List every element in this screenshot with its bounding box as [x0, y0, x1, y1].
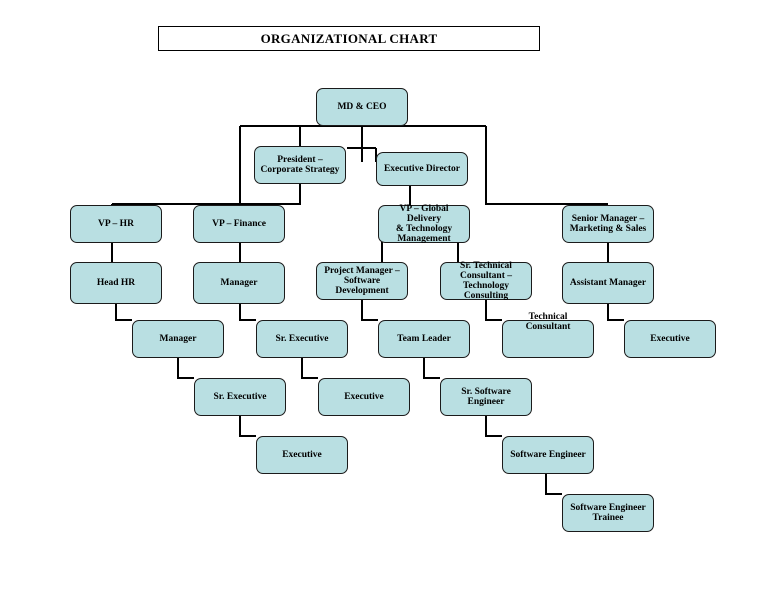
connector-president-down	[112, 180, 301, 205]
node-team-leader: Team Leader	[378, 320, 470, 358]
node-finance-executive: Executive	[318, 378, 410, 416]
node-vp-hr: VP – HR	[70, 205, 162, 243]
node-hr-sr-executive: Sr. Executive	[194, 378, 286, 416]
connector-manager-srexec-fin	[239, 304, 256, 321]
node-head-hr: Head HR	[70, 262, 162, 304]
connector-pm-teamleader	[361, 300, 378, 321]
connector-srsw-sw	[485, 416, 502, 437]
node-president: President – Corporate Strategy	[254, 146, 346, 184]
node-hr-executive: Executive	[256, 436, 348, 474]
technical-consultant-label: Technical Consultant	[525, 312, 571, 332]
node-project-manager: Project Manager – Software Development	[316, 262, 408, 300]
node-vp-global-delivery: VP – Global Delivery & Technology Manage…	[378, 204, 470, 244]
connector-headhr-manager	[115, 304, 132, 321]
node-md-ceo: MD & CEO	[316, 88, 408, 126]
node-finance-manager: Manager	[193, 262, 285, 304]
connector-srtech-tech	[485, 300, 502, 321]
node-sr-technical-consultant: Sr. Technical Consultant – Technology Co…	[440, 261, 532, 301]
node-software-engineer-trainee: Software Engineer Trainee	[562, 494, 654, 532]
node-technical-consultant	[502, 320, 594, 358]
node-senior-manager-marketing: Senior Manager – Marketing & Sales	[562, 205, 654, 243]
node-finance-sr-executive: Sr. Executive	[256, 320, 348, 358]
node-marketing-executive: Executive	[624, 320, 716, 358]
node-assistant-manager: Assistant Manager	[562, 262, 654, 304]
connector-asst-exec	[607, 304, 624, 321]
node-vp-finance: VP – Finance	[193, 205, 285, 243]
chart-title: ORGANIZATIONAL CHART	[158, 26, 540, 51]
connector-manager-srexec	[177, 358, 194, 379]
connector-srexec-exec-fin	[301, 358, 318, 379]
connector-sw-trainee	[545, 474, 562, 495]
connector-to-senior-mgr	[485, 126, 608, 205]
node-sr-software-engineer: Sr. Software Engineer	[440, 378, 532, 416]
connector-teamleader-srsw	[423, 358, 440, 379]
node-executive-director: Executive Director	[376, 152, 468, 186]
node-software-engineer: Software Engineer	[502, 436, 594, 474]
node-hr-manager: Manager	[132, 320, 224, 358]
connector-srexec-exec	[239, 416, 256, 437]
